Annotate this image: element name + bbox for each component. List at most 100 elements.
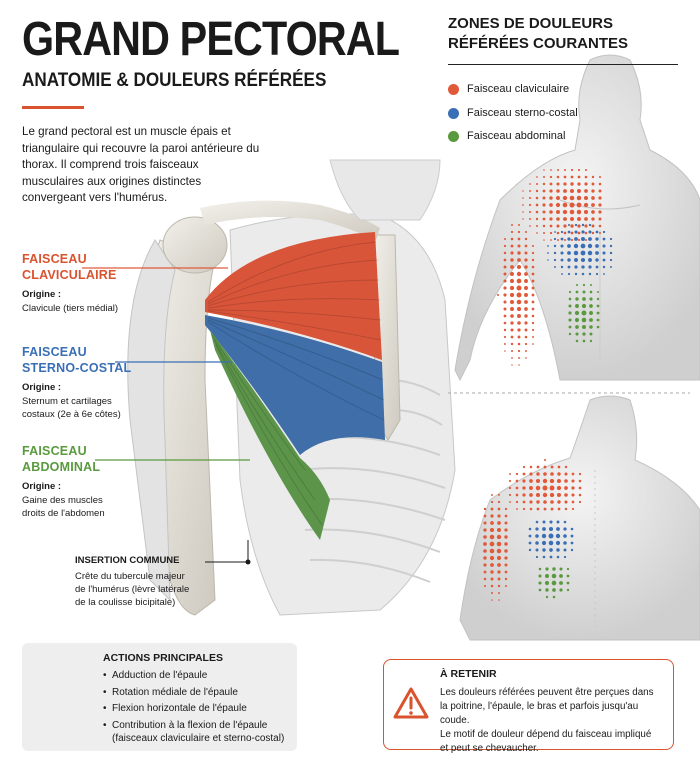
pain-dot bbox=[568, 325, 572, 329]
pain-dot bbox=[564, 465, 568, 469]
pain-dot bbox=[535, 555, 539, 559]
pain-dot bbox=[542, 548, 546, 552]
label-clavicular: FAISCEAU CLAVICULAIRE Origine : Clavicul… bbox=[22, 251, 152, 315]
front-body-figure bbox=[454, 54, 700, 382]
pain-dot bbox=[531, 265, 535, 269]
pain-dot bbox=[535, 492, 541, 498]
pain-dot bbox=[483, 521, 487, 525]
pain-dot bbox=[483, 556, 487, 560]
pain-dot bbox=[522, 500, 526, 504]
pain-dot bbox=[609, 258, 613, 262]
pain-dot bbox=[510, 314, 514, 318]
pain-dot bbox=[545, 588, 549, 592]
pain-dot bbox=[562, 195, 568, 201]
retain-text: Les douleurs référées peuvent être perçu… bbox=[440, 686, 668, 756]
pain-dot bbox=[549, 520, 553, 524]
pain-dot bbox=[598, 196, 602, 200]
pain-dot bbox=[503, 286, 507, 290]
pain-dot bbox=[542, 492, 548, 498]
pain-dot bbox=[567, 230, 571, 234]
pain-dot bbox=[555, 533, 561, 539]
pain-dot bbox=[516, 508, 518, 510]
pain-dot bbox=[483, 542, 487, 546]
pain-dot bbox=[511, 224, 513, 226]
pain-dot bbox=[588, 265, 592, 269]
pain-dot bbox=[591, 217, 595, 221]
pain-dot bbox=[504, 238, 506, 240]
pain-dot bbox=[576, 195, 582, 201]
pain-dot bbox=[517, 321, 521, 325]
pain-dot bbox=[503, 300, 507, 304]
pain-dot bbox=[496, 548, 502, 554]
pain-dot bbox=[598, 217, 602, 221]
pain-dot bbox=[583, 202, 589, 208]
pain-dot bbox=[581, 272, 585, 276]
pain-dot bbox=[532, 343, 534, 345]
pain-dot bbox=[542, 196, 546, 200]
pain-dot bbox=[563, 520, 567, 524]
pain-dot bbox=[544, 580, 550, 586]
pain-dot bbox=[510, 349, 514, 353]
pain-dot bbox=[535, 189, 539, 193]
pain-dot bbox=[504, 577, 508, 581]
pain-dot bbox=[551, 573, 557, 579]
abdominal-name-1: FAISCEAU bbox=[22, 444, 87, 458]
pain-dot bbox=[557, 500, 561, 504]
pain-dot bbox=[529, 218, 531, 220]
insertion-title: INSERTION COMMUNE bbox=[75, 555, 180, 566]
pain-dot bbox=[553, 251, 557, 255]
pain-dot bbox=[595, 230, 599, 234]
pain-dot bbox=[602, 244, 606, 248]
pain-dot bbox=[529, 472, 533, 476]
pain-dot bbox=[556, 196, 560, 200]
pain-dot bbox=[576, 209, 582, 215]
pain-dot bbox=[582, 297, 586, 301]
pain-dot bbox=[531, 321, 535, 325]
pain-dot bbox=[549, 492, 555, 498]
pain-dot bbox=[584, 175, 588, 179]
pain-dot bbox=[490, 500, 494, 504]
pain-dot bbox=[531, 251, 535, 255]
pain-dot bbox=[490, 507, 494, 511]
pain-dot bbox=[528, 548, 532, 552]
pain-dot bbox=[528, 534, 532, 538]
pain-dot bbox=[528, 210, 532, 214]
pain-dot bbox=[524, 286, 528, 290]
pain-dot bbox=[497, 591, 501, 595]
pain-dot bbox=[556, 224, 560, 228]
pain-dot bbox=[503, 307, 507, 311]
pain-dot bbox=[550, 507, 554, 511]
pain-dot bbox=[563, 189, 567, 193]
pain-dot bbox=[503, 258, 507, 262]
pain-dot bbox=[516, 264, 522, 270]
pain-dot bbox=[564, 507, 568, 511]
pain-dot bbox=[564, 500, 568, 504]
pain-dot bbox=[504, 528, 508, 532]
pain-dot bbox=[511, 364, 513, 366]
pain-dot bbox=[504, 535, 508, 539]
pain-dot bbox=[489, 548, 495, 554]
pain-dot bbox=[544, 573, 550, 579]
pain-dot bbox=[535, 224, 539, 228]
list-item: Flexion horizontale de l'épaule bbox=[103, 702, 293, 716]
pain-dot bbox=[587, 250, 593, 256]
pain-dot bbox=[581, 223, 585, 227]
pain-dot bbox=[556, 182, 560, 186]
pain-dot bbox=[582, 332, 586, 336]
intro-text: Le grand pectoral est un muscle épais et… bbox=[22, 125, 260, 204]
pain-dot bbox=[535, 196, 539, 200]
retain-title: À RETENIR bbox=[440, 668, 497, 680]
pain-dot bbox=[609, 237, 613, 241]
pain-dot bbox=[598, 224, 602, 228]
pain-dot bbox=[566, 574, 570, 578]
legend-label: Faisceau claviculaire bbox=[467, 83, 570, 95]
pain-dot bbox=[582, 339, 586, 343]
pain-dot bbox=[503, 335, 507, 339]
pain-dot bbox=[575, 290, 579, 294]
pain-dot bbox=[529, 507, 533, 511]
pain-dot bbox=[584, 189, 588, 193]
pain-dot bbox=[503, 265, 507, 269]
pain-dot bbox=[557, 472, 561, 476]
pain-dot bbox=[489, 527, 495, 533]
pain-dot bbox=[589, 304, 593, 308]
